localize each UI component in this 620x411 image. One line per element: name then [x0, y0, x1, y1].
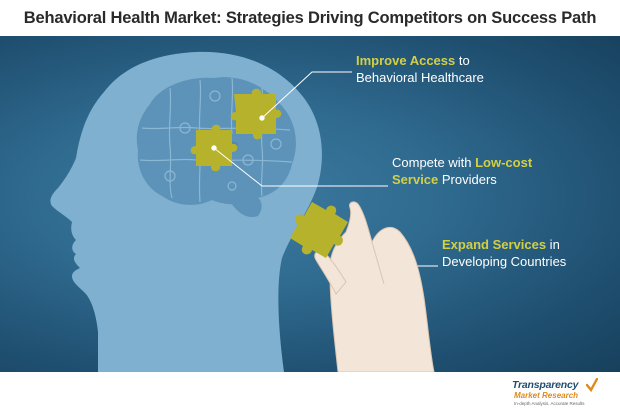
callout-text: Developing Countries [442, 254, 567, 269]
callout-expand-services: Expand Services in Developing Countries [442, 236, 566, 270]
page-title: Behavioral Health Market: Strategies Dri… [23, 8, 597, 27]
callout-text: Providers [438, 172, 497, 187]
callout-text: in [546, 237, 560, 252]
puzzle-piece-held [290, 202, 348, 258]
callout-compete-low-cost: Compete with Low-cost Service Providers [392, 154, 532, 188]
callout-improve-access: Improve Access to Behavioral Healthcare [356, 52, 484, 86]
hand [314, 201, 435, 372]
logo-name: Transparency [512, 379, 579, 391]
puzzle-piece-upper [230, 88, 282, 140]
callout-highlight: Improve Access [356, 53, 456, 68]
callout-highlight: Low-cost [475, 155, 533, 170]
callout-highlight: Expand Services [442, 237, 547, 252]
callout-text: Behavioral Healthcare [356, 70, 484, 85]
logo-subtitle: Market Research [514, 391, 579, 400]
head-brain-illustration [50, 51, 438, 372]
illustration-panel: Improve Access to Behavioral Healthcare … [0, 36, 620, 372]
callout-text: Compete with [392, 155, 476, 170]
logo-tagline: In-depth Analysis. Accurate Results [514, 401, 585, 406]
checkmark-logo-icon [586, 378, 598, 392]
title-bar: Behavioral Health Market: Strategies Dri… [0, 0, 620, 36]
callout-highlight: Service [392, 172, 439, 187]
company-logo: Transparency Market Research In-depth An… [512, 378, 598, 408]
callout-text: to [455, 53, 470, 68]
footer [0, 372, 620, 411]
